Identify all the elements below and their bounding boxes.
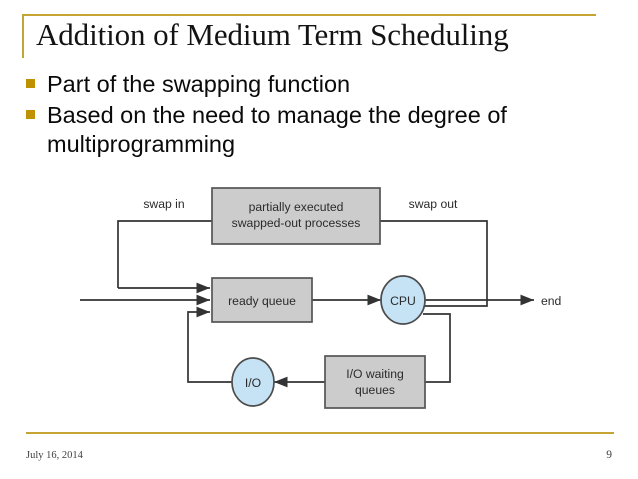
edge-io-to-ready [187,306,232,383]
edge-label-swap-out: swap out [409,197,458,211]
node-cpu: CPU [380,275,426,325]
box-label-ready-queue: ready queue [228,294,296,308]
footer-date: July 16, 2014 [26,450,83,461]
edge-label-swap-in: swap in [143,197,184,211]
box-label-line1: partially executed [249,200,344,214]
scheduling-diagram: partially executed swapped-out processes… [78,182,578,422]
title-left-tick [22,14,24,58]
bullet-square-icon [26,79,35,88]
bullet-text: Based on the need to manage the degree o… [47,102,507,157]
box-label-line1: I/O waiting [346,367,404,381]
node-label-io: I/O [245,376,261,390]
footer-page-number: 9 [606,449,612,461]
bullet-list: Part of the swapping function Based on t… [26,70,626,161]
box-label-line2: queues [355,383,395,397]
node-io: I/O [231,357,275,407]
box-io-waiting-queues: I/O waiting queues [324,355,426,409]
edge-cpu-to-iowait [423,313,451,383]
box-swapped-out-processes: partially executed swapped-out processes [211,187,381,245]
edge-swap-in-path [117,220,212,288]
edge-label-end: end [541,294,561,308]
node-label-cpu: CPU [390,294,416,308]
bullet-text: Part of the swapping function [47,71,351,97]
bullet-square-icon [26,110,35,119]
list-item: Part of the swapping function [26,70,626,99]
box-ready-queue: ready queue [211,277,313,323]
box-label-line2: swapped-out processes [232,216,361,230]
edge-swap-out-path [380,220,488,307]
title-top-rule [22,14,596,16]
diagram-edges [80,220,534,388]
list-item: Based on the need to manage the degree o… [26,101,626,159]
footer-rule [26,432,614,434]
page-title: Addition of Medium Term Scheduling [36,17,509,52]
